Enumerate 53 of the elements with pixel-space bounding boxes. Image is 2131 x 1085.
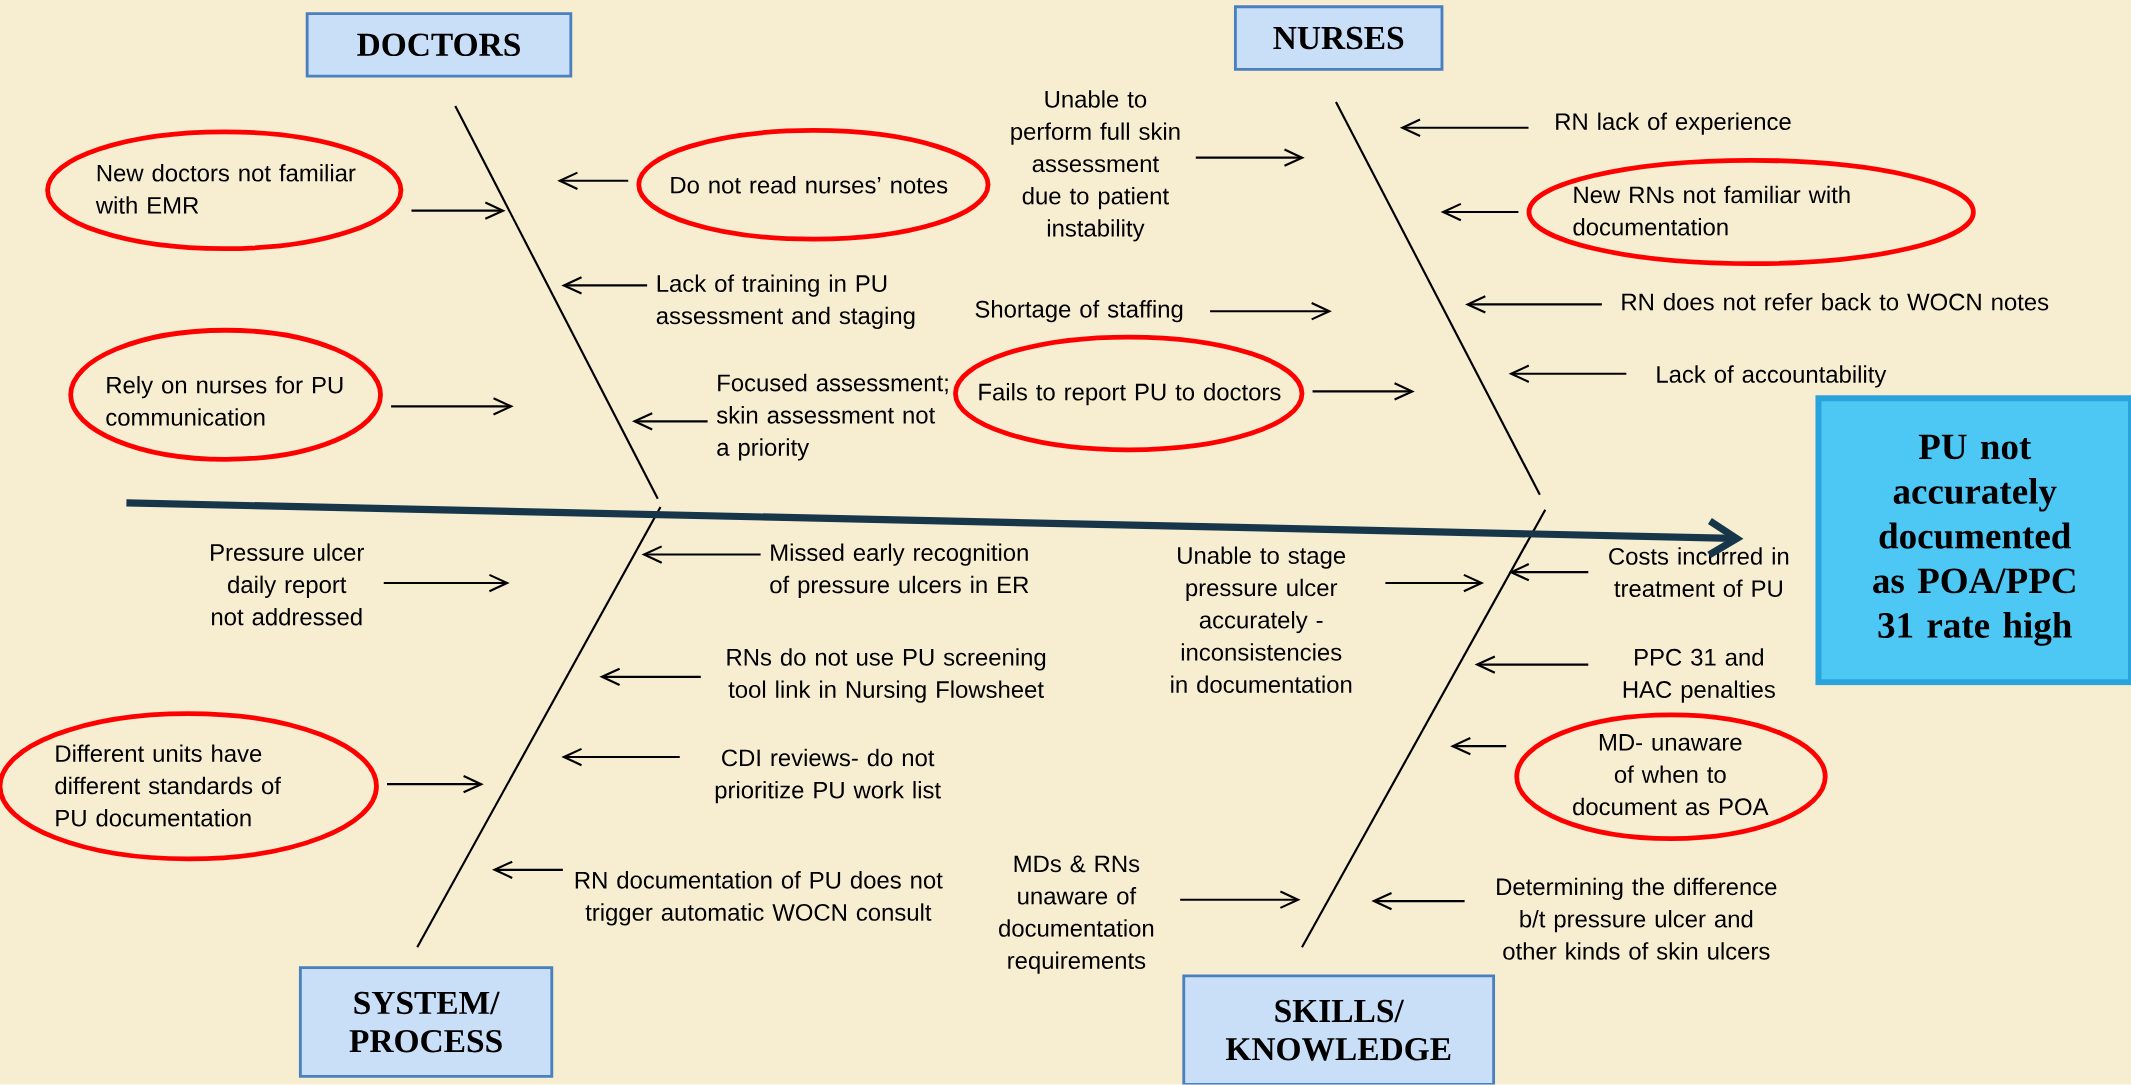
cause-text: RN does not refer back to WOCN notes	[1622, 293, 2049, 311]
arrow	[1474, 655, 1589, 674]
cause-text: RN documentation of PU does not trigger automatic WOCN consult	[575, 871, 943, 926]
circled-cause: Do not read nurses’ notes	[636, 128, 991, 242]
arrow	[1385, 574, 1485, 593]
arrow	[641, 545, 761, 564]
circled-cause: Rely on nurses for PU communication	[68, 328, 383, 462]
cause-text: Unable to stage pressure ulcer accurately - inconsistencies in documentation	[1171, 546, 1352, 694]
arrow	[631, 412, 708, 431]
cause-text: RNs do not use PU screening tool link in Nursing Flowsheet	[727, 648, 1046, 703]
cause-text: Missed early recognition of pressure ulcers in ER	[770, 543, 1029, 599]
circled-cause: Fails to report PU to doctors	[953, 334, 1305, 453]
arrow	[599, 667, 701, 687]
cause-text: PPC 31 and HAC penalties	[1623, 648, 1775, 703]
arrow	[1508, 563, 1589, 582]
cause-text: Pressure ulcer daily report not addressed	[211, 543, 364, 626]
arrow	[561, 276, 648, 295]
category-box: DOCTORS	[305, 12, 573, 78]
arrow	[1450, 737, 1507, 756]
arrow	[1210, 302, 1332, 321]
cause-text: Lack of training in PU assessment and staging	[656, 274, 915, 330]
circled-cause: Different units have different standards of PU documentation	[0, 711, 379, 862]
cause-text: MDs & RNs unaware of documentation requirements	[999, 855, 1154, 974]
arrow	[1399, 118, 1529, 138]
arrow	[391, 397, 514, 416]
circled-cause: MD- unaware of when to document as POA	[1514, 712, 1828, 842]
arrow	[383, 574, 510, 593]
cause-text: Shortage of staffing	[975, 300, 1183, 323]
arrow	[1465, 295, 1602, 314]
arrow	[387, 775, 484, 794]
cause-text: Unable to perform full skin assessment due to patient instability	[1011, 90, 1180, 242]
arrow	[1195, 148, 1305, 168]
arrow	[411, 201, 506, 221]
arrow	[1180, 890, 1301, 910]
arrow	[492, 860, 563, 880]
arrow	[1508, 364, 1627, 384]
cause-text: Costs incurred in treatment of PU	[1609, 547, 1789, 598]
cause-text: CDI reviews- do not prioritize PU work list	[715, 749, 941, 804]
cause-text: Determining the difference b/t pressure ulcer and other kinds of skin ulcers	[1497, 877, 1777, 960]
arrow	[1371, 892, 1465, 911]
category-box: SYSTEM/ PROCESS	[298, 966, 554, 1079]
arrow	[1440, 203, 1519, 222]
cause-text: Lack of accountability	[1657, 365, 1887, 388]
arrow	[1312, 382, 1415, 401]
category-box: NURSES	[1233, 5, 1444, 71]
cause-text: Focused assessment; skin assessment not a priority	[716, 374, 948, 461]
arrow	[557, 171, 629, 191]
effect-box: PU not accurately documented as POA/PPC 31 rate high	[1815, 395, 2131, 686]
circled-cause: New RNs not familiar with documentation	[1526, 158, 1976, 267]
category-box: SKILLS/ KNOWLEDGE	[1182, 974, 1496, 1085]
arrow	[561, 748, 680, 767]
cause-text: RN lack of experience	[1556, 112, 1791, 136]
circled-cause: New doctors not familiar with EMR	[45, 129, 404, 252]
